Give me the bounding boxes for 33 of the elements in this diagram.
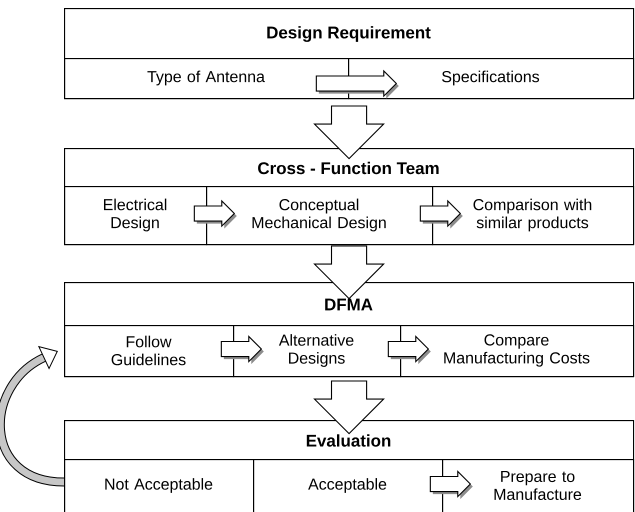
- process-box: [432, 186, 634, 246]
- block-arrow: [194, 200, 237, 229]
- process-box: [64, 58, 350, 100]
- cell-text: Alternative Designs: [278, 334, 354, 367]
- stage-heading: Evaluation: [306, 434, 390, 447]
- process-box: [442, 459, 634, 512]
- cell-text: Type of Antenna: [147, 70, 265, 86]
- process-box: [64, 459, 254, 512]
- cell-text: Not Acceptable: [105, 478, 212, 493]
- block-arrow: [220, 335, 264, 364]
- process-box: [348, 58, 634, 100]
- cell-text: Prepare to Manufacture: [494, 470, 582, 500]
- process-box: [64, 325, 234, 378]
- process-box: [400, 325, 634, 378]
- cell-text: Specifications: [442, 70, 540, 86]
- process-box: [233, 325, 402, 378]
- block-arrow: [420, 200, 463, 229]
- cell-text: Compare Manufacturing Costs: [444, 334, 590, 367]
- cell-text: Follow Guidelines: [112, 336, 186, 366]
- process-box: [64, 186, 208, 246]
- cell-text: Acceptable: [308, 478, 386, 493]
- curved-arrow: [0, 346, 64, 487]
- cell-text: Comparison with similar products: [474, 198, 592, 232]
- block-arrow: [316, 70, 399, 99]
- process-box: [253, 459, 444, 512]
- stage-heading: Design Requirement: [267, 26, 431, 42]
- process-box: [206, 186, 434, 246]
- stage-heading: DFMA: [325, 298, 372, 310]
- cell-text: Electrical Design: [104, 198, 166, 232]
- stage-heading: Cross - Function Team: [258, 162, 439, 174]
- block-arrow: [430, 470, 473, 500]
- block-arrow: [388, 335, 431, 364]
- cell-text: Conceptual Mechanical Design: [252, 198, 386, 232]
